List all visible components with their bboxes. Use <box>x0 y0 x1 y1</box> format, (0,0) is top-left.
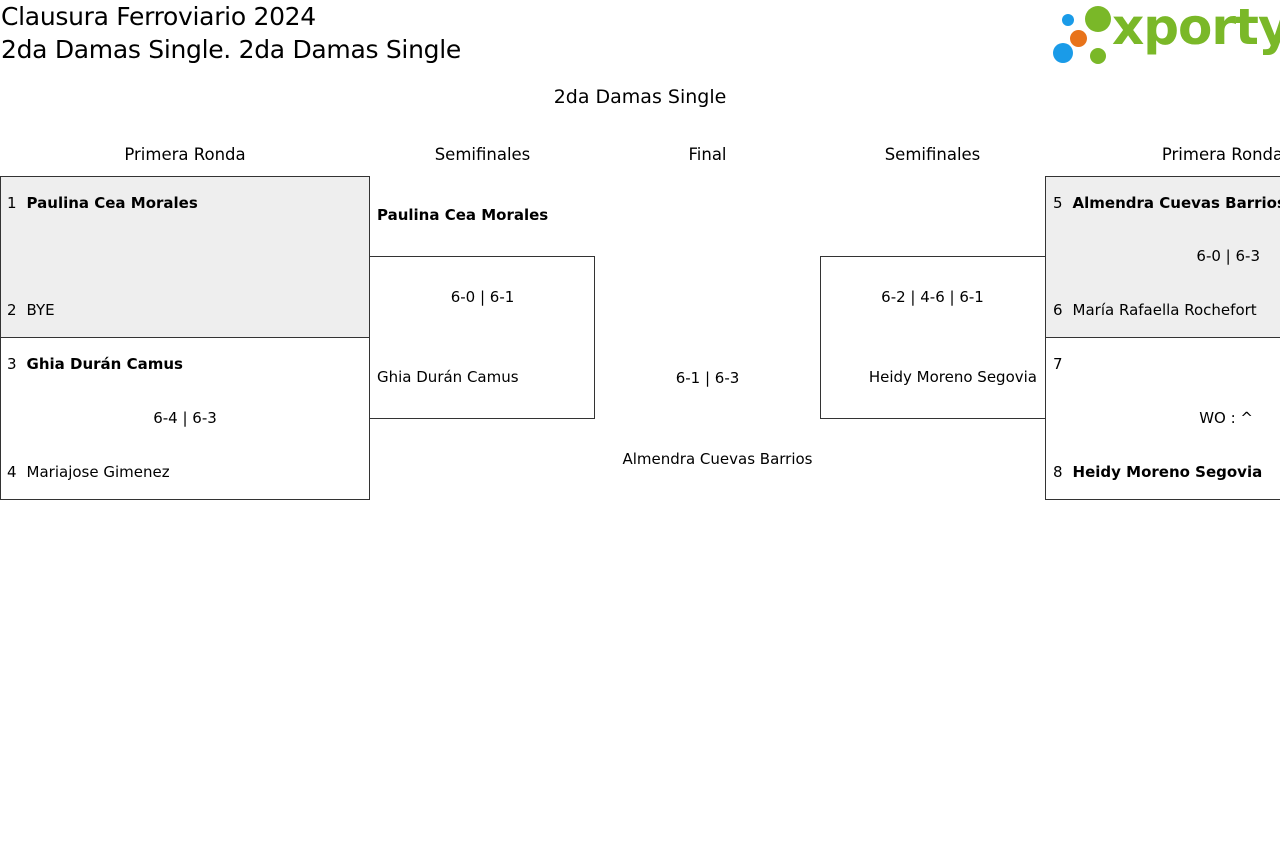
player-name: Paulina Cea Morales <box>26 194 198 212</box>
xporty-logo[interactable]: xporty <box>1050 0 1280 68</box>
round-header-left-semis: Semifinales <box>434 145 531 164</box>
player-name: Heidy Moreno Segovia <box>1072 463 1263 481</box>
category-title: 2da Damas Single. 2da Damas Single <box>1 35 461 64</box>
match-box-right-2[interactable] <box>1045 337 1280 500</box>
logo-dot-green <box>1085 6 1111 32</box>
semifinal-player-bottom[interactable]: Ghia Durán Camus <box>377 368 519 386</box>
player-slot-5[interactable]: 5 Almendra Cuevas Barrios <box>1053 194 1280 212</box>
semifinal-player-top[interactable]: Paulina Cea Morales <box>377 206 549 224</box>
match-box-left-1[interactable] <box>0 176 370 338</box>
match-score: WO : ^ <box>1199 409 1253 427</box>
player-name: BYE <box>26 301 55 319</box>
player-slot-6[interactable]: 6 María Rafaella Rochefort <box>1053 301 1257 319</box>
player-slot-8[interactable]: 8 Heidy Moreno Segovia <box>1053 463 1262 481</box>
tournament-title: Clausura Ferroviario 2024 <box>1 2 316 31</box>
player-name: Almendra Cuevas Barrios <box>1072 194 1280 212</box>
player-name: Mariajose Gimenez <box>26 463 170 481</box>
player-slot-1[interactable]: 1 Paulina Cea Morales <box>7 194 198 212</box>
round-header-final: Final <box>688 145 727 164</box>
round-header-right-first: Primera Ronda <box>1161 145 1280 164</box>
player-slot-7[interactable]: 7 <box>1053 355 1073 373</box>
logo-dot-blue <box>1053 43 1073 63</box>
logo-dot-blue-small <box>1062 14 1074 26</box>
seed-number: 1 <box>7 194 17 212</box>
round-header-left-first: Primera Ronda <box>124 145 246 164</box>
seed-number: 5 <box>1053 194 1063 212</box>
seed-number: 4 <box>7 463 17 481</box>
match-score: 6-0 | 6-3 <box>1196 247 1260 265</box>
player-slot-3[interactable]: 3 Ghia Durán Camus <box>7 355 183 373</box>
semifinal-player-bottom[interactable]: Heidy Moreno Segovia <box>868 368 1037 386</box>
round-header-right-semis: Semifinales <box>884 145 981 164</box>
logo-dot-green-small <box>1090 48 1106 64</box>
player-name: Ghia Durán Camus <box>26 355 183 373</box>
seed-number: 3 <box>7 355 17 373</box>
player-slot-2[interactable]: 2 BYE <box>7 301 55 319</box>
seed-number: 2 <box>7 301 17 319</box>
player-slot-4[interactable]: 4 Mariajose Gimenez <box>7 463 170 481</box>
champion-name[interactable]: Almendra Cuevas Barrios <box>622 450 813 468</box>
bracket-title: 2da Damas Single <box>553 86 727 108</box>
match-score: 6-4 | 6-3 <box>153 409 217 427</box>
seed-number: 7 <box>1053 355 1063 373</box>
logo-wordmark: xporty <box>1112 0 1280 56</box>
player-name: María Rafaella Rochefort <box>1072 301 1257 319</box>
match-score: 6-0 | 6-1 <box>450 288 515 306</box>
seed-number: 8 <box>1053 463 1063 481</box>
final-score: 6-1 | 6-3 <box>675 369 740 387</box>
match-box-right-semifinal[interactable] <box>820 256 1046 419</box>
seed-number: 6 <box>1053 301 1063 319</box>
match-score: 6-2 | 4-6 | 6-1 <box>881 288 984 306</box>
logo-dot-orange <box>1070 30 1087 47</box>
match-box-right-1[interactable] <box>1045 176 1280 338</box>
match-box-left-semifinal[interactable] <box>369 256 595 419</box>
